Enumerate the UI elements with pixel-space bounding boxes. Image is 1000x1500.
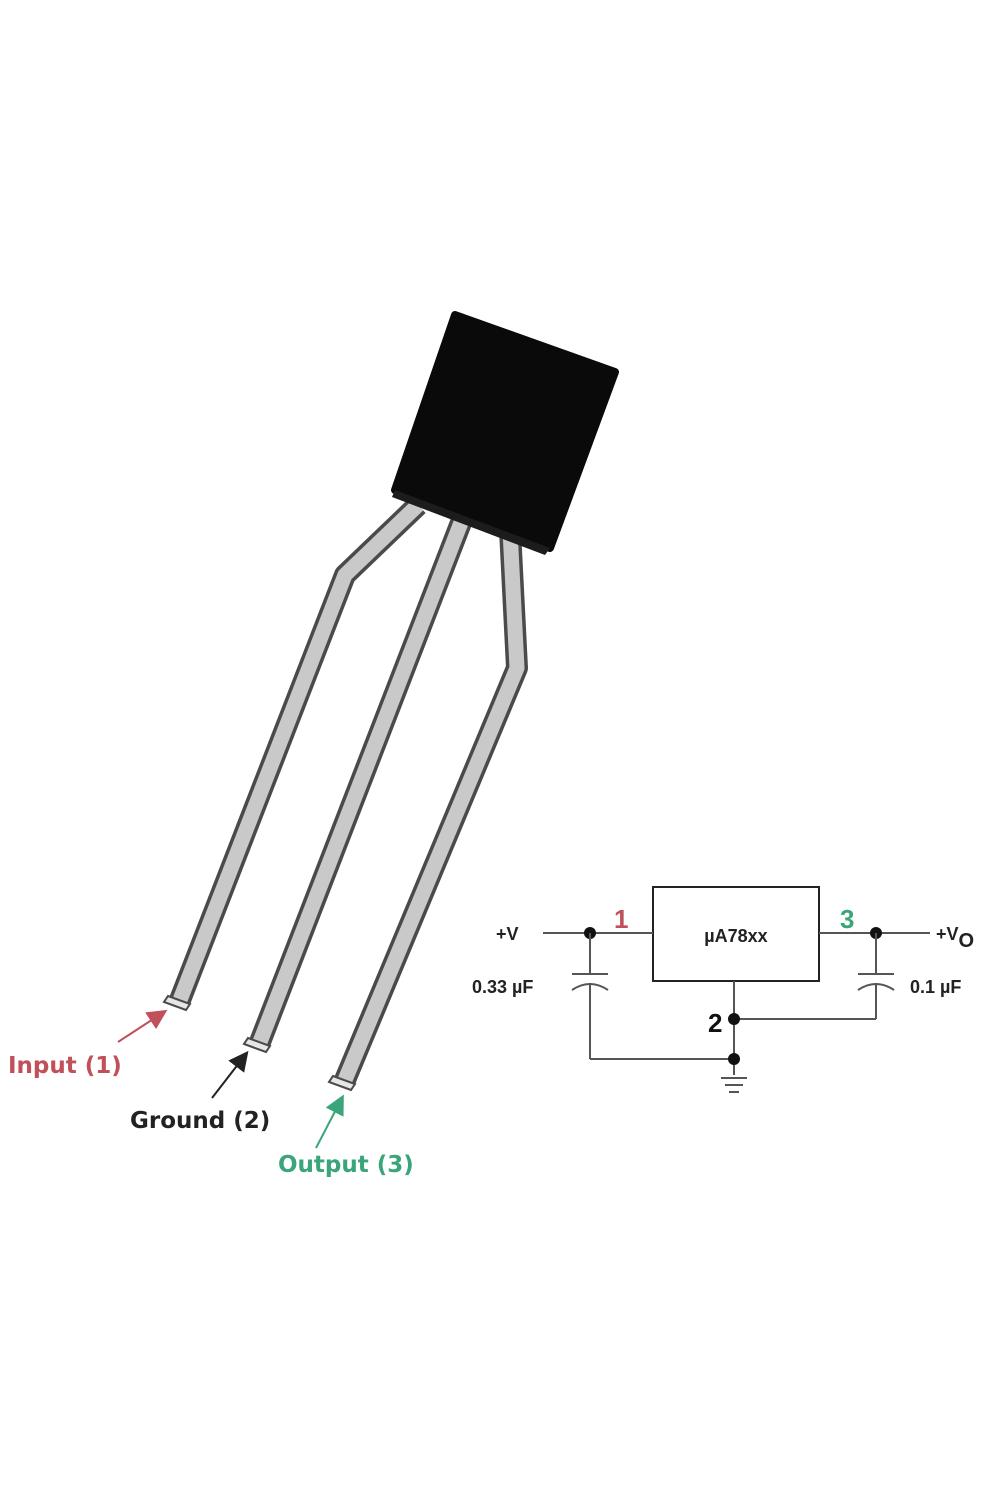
pin2-number: 2 xyxy=(708,1008,722,1038)
pin1-number: 1 xyxy=(614,904,628,934)
ground-label: Ground (2) xyxy=(130,1108,270,1134)
package-bottom-edge xyxy=(392,490,550,555)
pin3-number: 3 xyxy=(840,904,854,934)
input-label: Input (1) xyxy=(8,1053,122,1079)
ground-arrow xyxy=(211,1050,249,1099)
output-lead-tip xyxy=(327,1074,357,1092)
ic-label: µA78xx xyxy=(704,926,767,946)
input-lead-tip xyxy=(162,994,192,1012)
output-label: Output (3) xyxy=(278,1152,414,1178)
input-arrow xyxy=(117,1009,168,1043)
ground-lead xyxy=(249,516,473,1046)
package-body xyxy=(391,311,619,552)
output-lead xyxy=(334,529,528,1085)
regulator-schematic: µA78xx +V 1 3 +VO 0.33 µF 0.1 µF 2 xyxy=(472,886,974,1093)
pin-labels: Input (1) Ground (2) Output (3) xyxy=(8,1009,414,1178)
output-arrow xyxy=(315,1094,344,1149)
input-voltage-label: +V xyxy=(496,924,519,944)
ground-pin-node xyxy=(728,1013,740,1025)
output-cap-label: 0.1 µF xyxy=(910,977,961,997)
input-cap-label: 0.33 µF xyxy=(472,977,533,997)
ground-icon xyxy=(721,1077,747,1093)
to92-package xyxy=(162,311,619,1092)
ground-lead-tip xyxy=(242,1036,272,1054)
ground-return-node xyxy=(728,1053,740,1065)
input-lead xyxy=(169,497,426,1004)
output-voltage-label: +VO xyxy=(936,924,974,952)
